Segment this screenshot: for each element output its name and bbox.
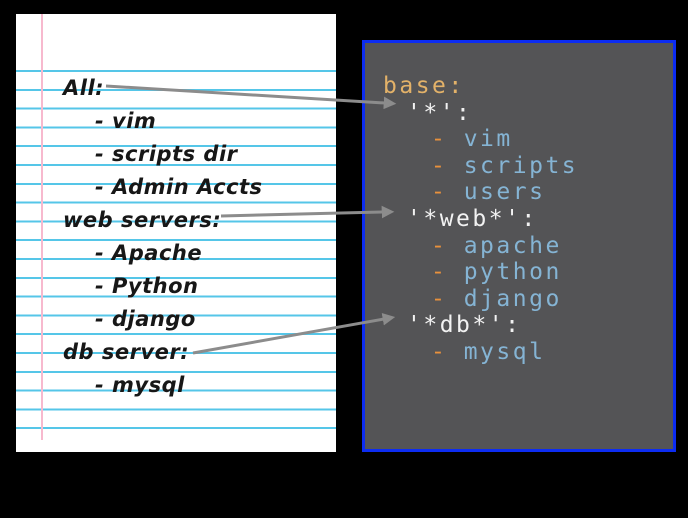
- note-line: All:: [63, 76, 105, 100]
- notebook-margin-line: [41, 14, 43, 440]
- code-line: - users: [383, 179, 578, 206]
- code-segment-value: python: [463, 259, 562, 286]
- code-segment-dash: -: [431, 179, 464, 206]
- code-line: - apache: [383, 233, 578, 260]
- note-line: - Apache: [95, 241, 203, 265]
- code-line: '*web*':: [383, 206, 578, 233]
- code-segment-value: django: [463, 285, 562, 312]
- note-line: - mysql: [95, 373, 185, 397]
- code-segment-value: mysql: [463, 338, 546, 365]
- notebook-rules: [16, 70, 336, 430]
- code-segment-root_key: base:: [383, 73, 465, 99]
- code-line: '*db*':: [383, 312, 578, 339]
- code-segment-dash: -: [431, 259, 464, 286]
- code-line: - python: [383, 259, 578, 286]
- note-line: web servers:: [63, 208, 222, 232]
- code-line: - scripts: [383, 153, 578, 180]
- code-panel: base:'*':- vim- scripts- users'*web*':- …: [362, 40, 676, 452]
- code-line: - mysql: [383, 339, 578, 366]
- code-segment-dash: -: [431, 285, 464, 312]
- note-line: - scripts dir: [95, 142, 238, 166]
- code-segment-key: '*db*':: [407, 312, 522, 339]
- handwritten-notes: All: - vim - scripts dir - Admin Accts web s…: [63, 72, 323, 402]
- note-line: db server:: [63, 340, 190, 364]
- note-line: - vim: [95, 109, 157, 133]
- code-segment-dash: -: [431, 126, 464, 153]
- code-segment-value: users: [463, 179, 546, 206]
- note-line: - django: [95, 307, 196, 331]
- code-segment-key: '*':: [407, 99, 473, 126]
- code-segment-value: scripts: [463, 152, 579, 179]
- notepad: All: - vim - scripts dir - Admin Accts web s…: [16, 14, 336, 452]
- code-line: - django: [383, 286, 578, 313]
- code-line: '*':: [383, 100, 578, 127]
- code-line: base:: [383, 73, 578, 100]
- code-segment-dash: -: [431, 152, 464, 179]
- note-line: - Admin Accts: [95, 175, 263, 199]
- code-segment-key: '*web*':: [407, 205, 538, 232]
- code-segment-dash: -: [431, 338, 464, 365]
- code-segment-value: apache: [463, 232, 562, 259]
- code-lines: base:'*':- vim- scripts- users'*web*':- …: [383, 73, 578, 366]
- code-segment-dash: -: [431, 232, 464, 259]
- code-line: - vim: [383, 126, 578, 153]
- note-line: - Python: [95, 274, 199, 298]
- code-segment-value: vim: [463, 126, 513, 153]
